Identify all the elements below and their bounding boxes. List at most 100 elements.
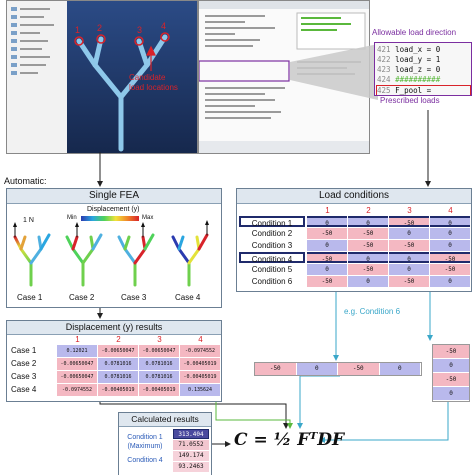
lc-row-label-3: Condition 3: [251, 241, 293, 250]
lc-cell: -50: [389, 240, 429, 251]
node-label-4: 4: [161, 21, 167, 31]
cond6-row-cell: -50: [255, 363, 296, 375]
lc-cell: -50: [389, 216, 429, 227]
disp-cell: -0.00650047: [57, 358, 97, 370]
fea-tree-case-2: [65, 222, 103, 287]
case-label-1: Case 1: [17, 293, 43, 302]
disp-cell: -0.00650047: [98, 345, 138, 357]
disp-cell: 0.135624: [180, 384, 220, 396]
lc-cell: 0: [307, 240, 347, 251]
cond6-row-cell: 0: [379, 363, 420, 375]
prescribed-loads-label: Prescribed loads: [380, 96, 440, 105]
lc-cell: -50: [348, 228, 388, 239]
lc-header-1: 1: [325, 206, 330, 215]
cad-screenshot: 1 2 3 4 Candidate load locations: [6, 0, 198, 154]
lc-cell: -50: [307, 228, 347, 239]
node-marker-1: [74, 36, 84, 46]
lc-cell: -50: [348, 240, 388, 251]
lc-cell: -50: [430, 252, 470, 263]
disp-cell: 0.12021: [57, 345, 97, 357]
calculated-results-title: Calculated results: [119, 413, 211, 427]
disp-cell: 0.0781016: [139, 371, 179, 383]
disp-row-label-3: Case 3: [11, 372, 37, 381]
lc-cell: 0: [389, 228, 429, 239]
legend-max: Max: [142, 215, 154, 221]
disp-cell: -0.0974552: [180, 345, 220, 357]
disp-header-3: 3: [157, 335, 162, 344]
lc-cell: -50: [389, 276, 429, 287]
fea-tree-case-1: [13, 222, 51, 287]
disp-cell: -0.00405019: [98, 384, 138, 396]
lc-cell: 0: [430, 276, 470, 287]
node-label-2: 2: [97, 23, 103, 33]
legend-title: Displacement (y): [87, 206, 140, 213]
lc-row-label-5: Condition 5: [251, 265, 293, 274]
cad-tool-strip[interactable]: [7, 1, 68, 153]
disp-cell: -0.00650047: [139, 345, 179, 357]
disp-row-label-2: Case 2: [11, 359, 37, 368]
code-line-425: 425 F_pool = [-50,-50]: [376, 85, 471, 95]
node-label-3: 3: [137, 25, 143, 35]
lc-cell: 0: [348, 216, 388, 227]
lc-row-label-6: Condition 6: [251, 277, 293, 286]
lc-cell: 0: [348, 252, 388, 263]
calc-value-cell: 71.0552: [173, 440, 209, 450]
single-fea-title: Single FEA: [7, 189, 221, 204]
lc-row-label-4: Condition 4: [239, 252, 305, 264]
disp-cell: 0.0781016: [139, 358, 179, 370]
case-label-2: Case 2: [69, 293, 95, 302]
lc-cell: 0: [430, 228, 470, 239]
disp-row-label-4: Case 4: [11, 385, 37, 394]
cond6-row-cell: 0: [296, 363, 337, 375]
disp-cell: -0.00405019: [139, 384, 179, 396]
calc-value-cell: 313.404: [173, 429, 209, 439]
case-label-4: Case 4: [175, 293, 201, 302]
allowable-direction-label: Allowable load direction: [372, 28, 457, 37]
lc-row-label-1: Condition 1: [239, 216, 305, 228]
lc-cell: 0: [430, 240, 470, 251]
lc-header-4: 4: [448, 206, 453, 215]
lc-cell: 0: [389, 264, 429, 275]
cond6-col-cell: 0: [433, 387, 469, 400]
disp-header-4: 4: [198, 335, 203, 344]
cond6-col-cell: -50: [433, 345, 469, 358]
code-callout: 421 load_x = 0 422 load_y = 1 423 load_z…: [374, 42, 472, 96]
disp-row-label-1: Case 1: [11, 346, 37, 355]
example-condition-label: e.g. Condition 6: [344, 307, 401, 316]
cad-tree-icons: [11, 7, 54, 75]
lc-cell: -50: [307, 252, 347, 263]
lc-row-label-2: Condition 2: [251, 229, 293, 238]
node-marker-2: [96, 34, 106, 44]
candidate-load-label: Candidate load locations: [129, 73, 178, 92]
fea-trees: [13, 220, 209, 287]
code-line-421: 421 load_x = 0: [377, 45, 441, 54]
lc-header-2: 2: [366, 206, 371, 215]
load-conditions-title: Load conditions: [237, 189, 471, 204]
disp-cell: -0.00405019: [180, 358, 220, 370]
compliance-formula: C = ½ FᵀDF: [234, 430, 345, 450]
legend-min: Min: [67, 215, 77, 221]
calc-value-cell: 93.2463: [173, 462, 209, 472]
cond6-row-cell: -50: [338, 363, 379, 375]
displacement-results-title: Displacement (y) results: [7, 321, 221, 335]
disp-cell: -0.0974552: [57, 384, 97, 396]
lc-cell: -50: [307, 276, 347, 287]
lc-cell: 0: [348, 276, 388, 287]
lc-cell: 0: [307, 216, 347, 227]
code-line-422: 422 load_y = 1: [377, 55, 441, 64]
disp-cell: 0.0781016: [98, 358, 138, 370]
calc-value-cell: 149.174: [173, 451, 209, 461]
zoom-wedge: [290, 44, 378, 100]
node-label-1: 1: [75, 25, 81, 35]
lc-header-3: 3: [407, 206, 412, 215]
code-editor-screenshot[interactable]: [198, 0, 370, 154]
case-label-3: Case 3: [121, 293, 147, 302]
calculated-results-panel: Calculated results Condition 1 (Maximum)…: [118, 412, 212, 475]
cad-viewport[interactable]: 1 2 3 4 Candidate load locations: [67, 1, 197, 153]
